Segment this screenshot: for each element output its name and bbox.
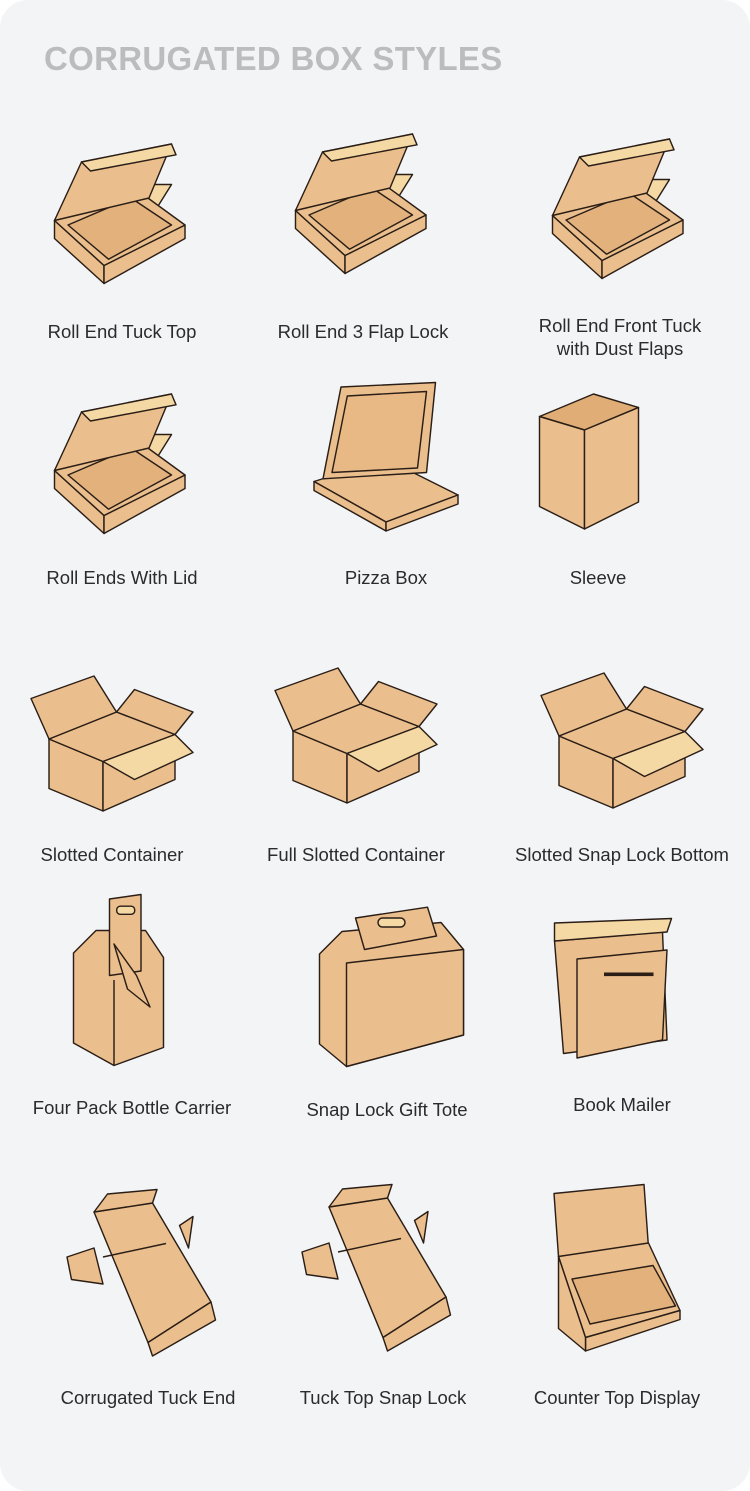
box-style-label: Roll Ends With Lid (46, 567, 198, 588)
box-style-label: Roll End 3 Flap Lock (277, 321, 449, 342)
box-style-label: Pizza Box (344, 567, 428, 588)
full-slotted-container-icon (274, 667, 438, 804)
box-style-label: Book Mailer (573, 1094, 671, 1115)
box-style-label: Sleeve (569, 567, 627, 588)
snap-lock-gift-tote-icon (318, 906, 465, 1068)
pizza-box-icon (313, 381, 459, 532)
box-style-label: Tuck Top Snap Lock (299, 1387, 467, 1408)
box-style-label: Corrugated Tuck End (60, 1387, 236, 1408)
roll-end-tuck-top-box-icon (53, 143, 186, 285)
counter-top-display-icon (553, 1183, 681, 1352)
four-pack-bottle-carrier-icon (72, 893, 165, 1067)
corrugated-tuck-end-icon (66, 1188, 217, 1357)
box-style-label: Full Slotted Container (267, 844, 445, 865)
book-mailer-icon (553, 917, 673, 1059)
roll-ends-with-lid-box-icon (53, 393, 186, 535)
slotted-container-icon (30, 675, 194, 812)
roll-end-3-flap-lock-box-icon (294, 133, 427, 275)
roll-end-front-tuck-box-icon (551, 138, 684, 280)
box-style-label: Counter Top Display (533, 1387, 701, 1408)
page-title: CORRUGATED BOX STYLES (44, 40, 503, 77)
box-style-label: Four Pack Bottle Carrier (32, 1097, 232, 1118)
tuck-top-snap-lock-icon (301, 1183, 452, 1352)
box-style-label: Slotted Snap Lock Bottom (515, 844, 729, 865)
slotted-snap-lock-bottom-icon (540, 672, 704, 809)
sleeve-icon (538, 393, 640, 530)
box-style-label: Slotted Container (40, 844, 184, 865)
box-style-label: Snap Lock Gift Tote (306, 1099, 468, 1120)
box-style-label: Roll End Tuck Top (47, 321, 197, 342)
